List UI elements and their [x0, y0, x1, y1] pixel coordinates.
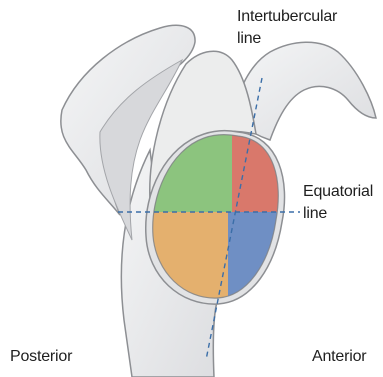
intertubercular-line-label-1: Intertubercular — [237, 7, 337, 26]
anterior-label: Anterior — [312, 347, 366, 366]
intertubercular-line-label-2: line — [237, 29, 261, 48]
equatorial-line-label-2: line — [303, 204, 327, 223]
equatorial-line-label-1: Equatorial — [303, 182, 373, 201]
posterior-label: Posterior — [10, 347, 72, 366]
